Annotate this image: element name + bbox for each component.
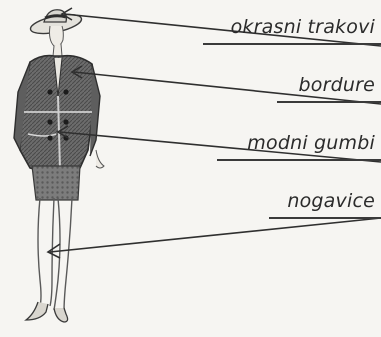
label-hat: okrasni trakovi	[231, 16, 375, 38]
label-jacket: bordure	[298, 74, 375, 96]
skirt	[32, 166, 80, 200]
label-legs: nogavice	[287, 190, 375, 212]
legs	[26, 198, 72, 322]
label-buttons-underline	[217, 159, 381, 161]
label-jacket-underline	[277, 101, 381, 103]
head	[50, 26, 64, 56]
label-hat-underline	[203, 43, 381, 45]
legs-pointer	[50, 218, 381, 252]
label-buttons: modni gumbi	[247, 132, 375, 154]
label-legs-underline	[269, 217, 381, 219]
hand	[96, 150, 104, 168]
